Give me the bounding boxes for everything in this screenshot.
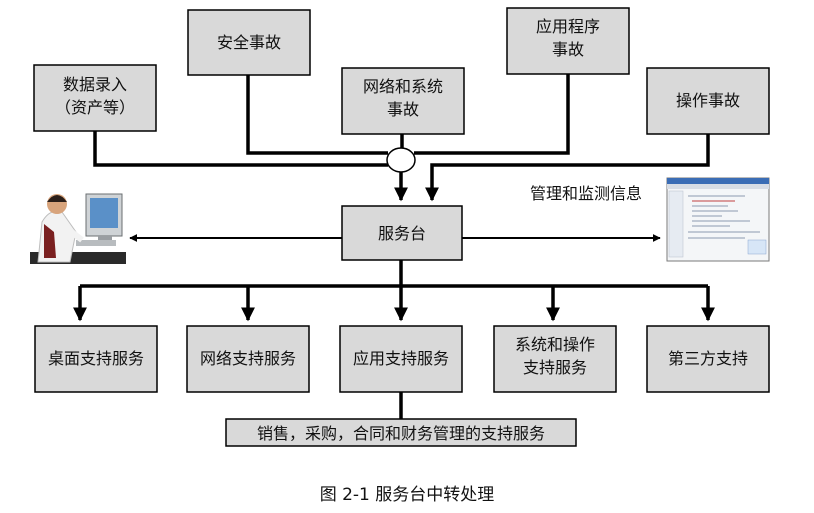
third-party-label: 第三方支持 <box>668 349 748 368</box>
wire-data-entry <box>93 131 388 167</box>
data-entry-line2: （资产等） <box>55 98 135 117</box>
box-network-support <box>186 325 310 393</box>
network-incident-line1: 网络和系统 <box>363 77 443 96</box>
service-desk-label: 服务台 <box>378 224 426 243</box>
system-support-line2: 支持服务 <box>523 358 587 377</box>
security-incident-label: 安全事故 <box>217 33 281 52</box>
box-service-desk <box>341 205 463 261</box>
figure-caption: 图 2-1 服务台中转处理 <box>320 485 495 505</box>
operation-incident-label: 操作事故 <box>676 91 740 110</box>
wire-security <box>246 75 388 155</box>
app-incident-line1: 应用程序 <box>536 17 600 36</box>
box-system-support <box>493 325 617 393</box>
monitoring-label: 管理和监测信息 <box>530 184 642 203</box>
box-app-support <box>339 325 463 393</box>
merge-junction <box>386 147 416 173</box>
app-support-label: 应用支持服务 <box>353 349 449 368</box>
system-support-line1: 系统和操作 <box>515 335 595 354</box>
data-entry-line1: 数据录入 <box>63 75 127 94</box>
box-business-support <box>225 418 577 447</box>
user-at-computer-icon <box>30 193 126 264</box>
box-third-party <box>646 325 770 393</box>
desktop-support-label: 桌面支持服务 <box>48 349 144 368</box>
box-operation-incident <box>646 67 770 135</box>
network-support-label: 网络支持服务 <box>200 349 296 368</box>
box-app-incident <box>506 7 630 75</box>
business-support-label: 销售，采购，合同和财务管理的支持服务 <box>257 424 545 443</box>
box-security-incident <box>187 9 311 76</box>
wire-app <box>414 74 570 155</box>
network-incident-line2: 事故 <box>387 100 419 119</box>
box-data-entry <box>33 64 157 132</box>
monitoring-screenshot-icon <box>666 177 770 262</box>
box-network-incident <box>341 67 465 135</box>
box-desktop-support <box>34 325 158 393</box>
wire-operation <box>425 134 710 202</box>
app-incident-line2: 事故 <box>552 40 584 59</box>
